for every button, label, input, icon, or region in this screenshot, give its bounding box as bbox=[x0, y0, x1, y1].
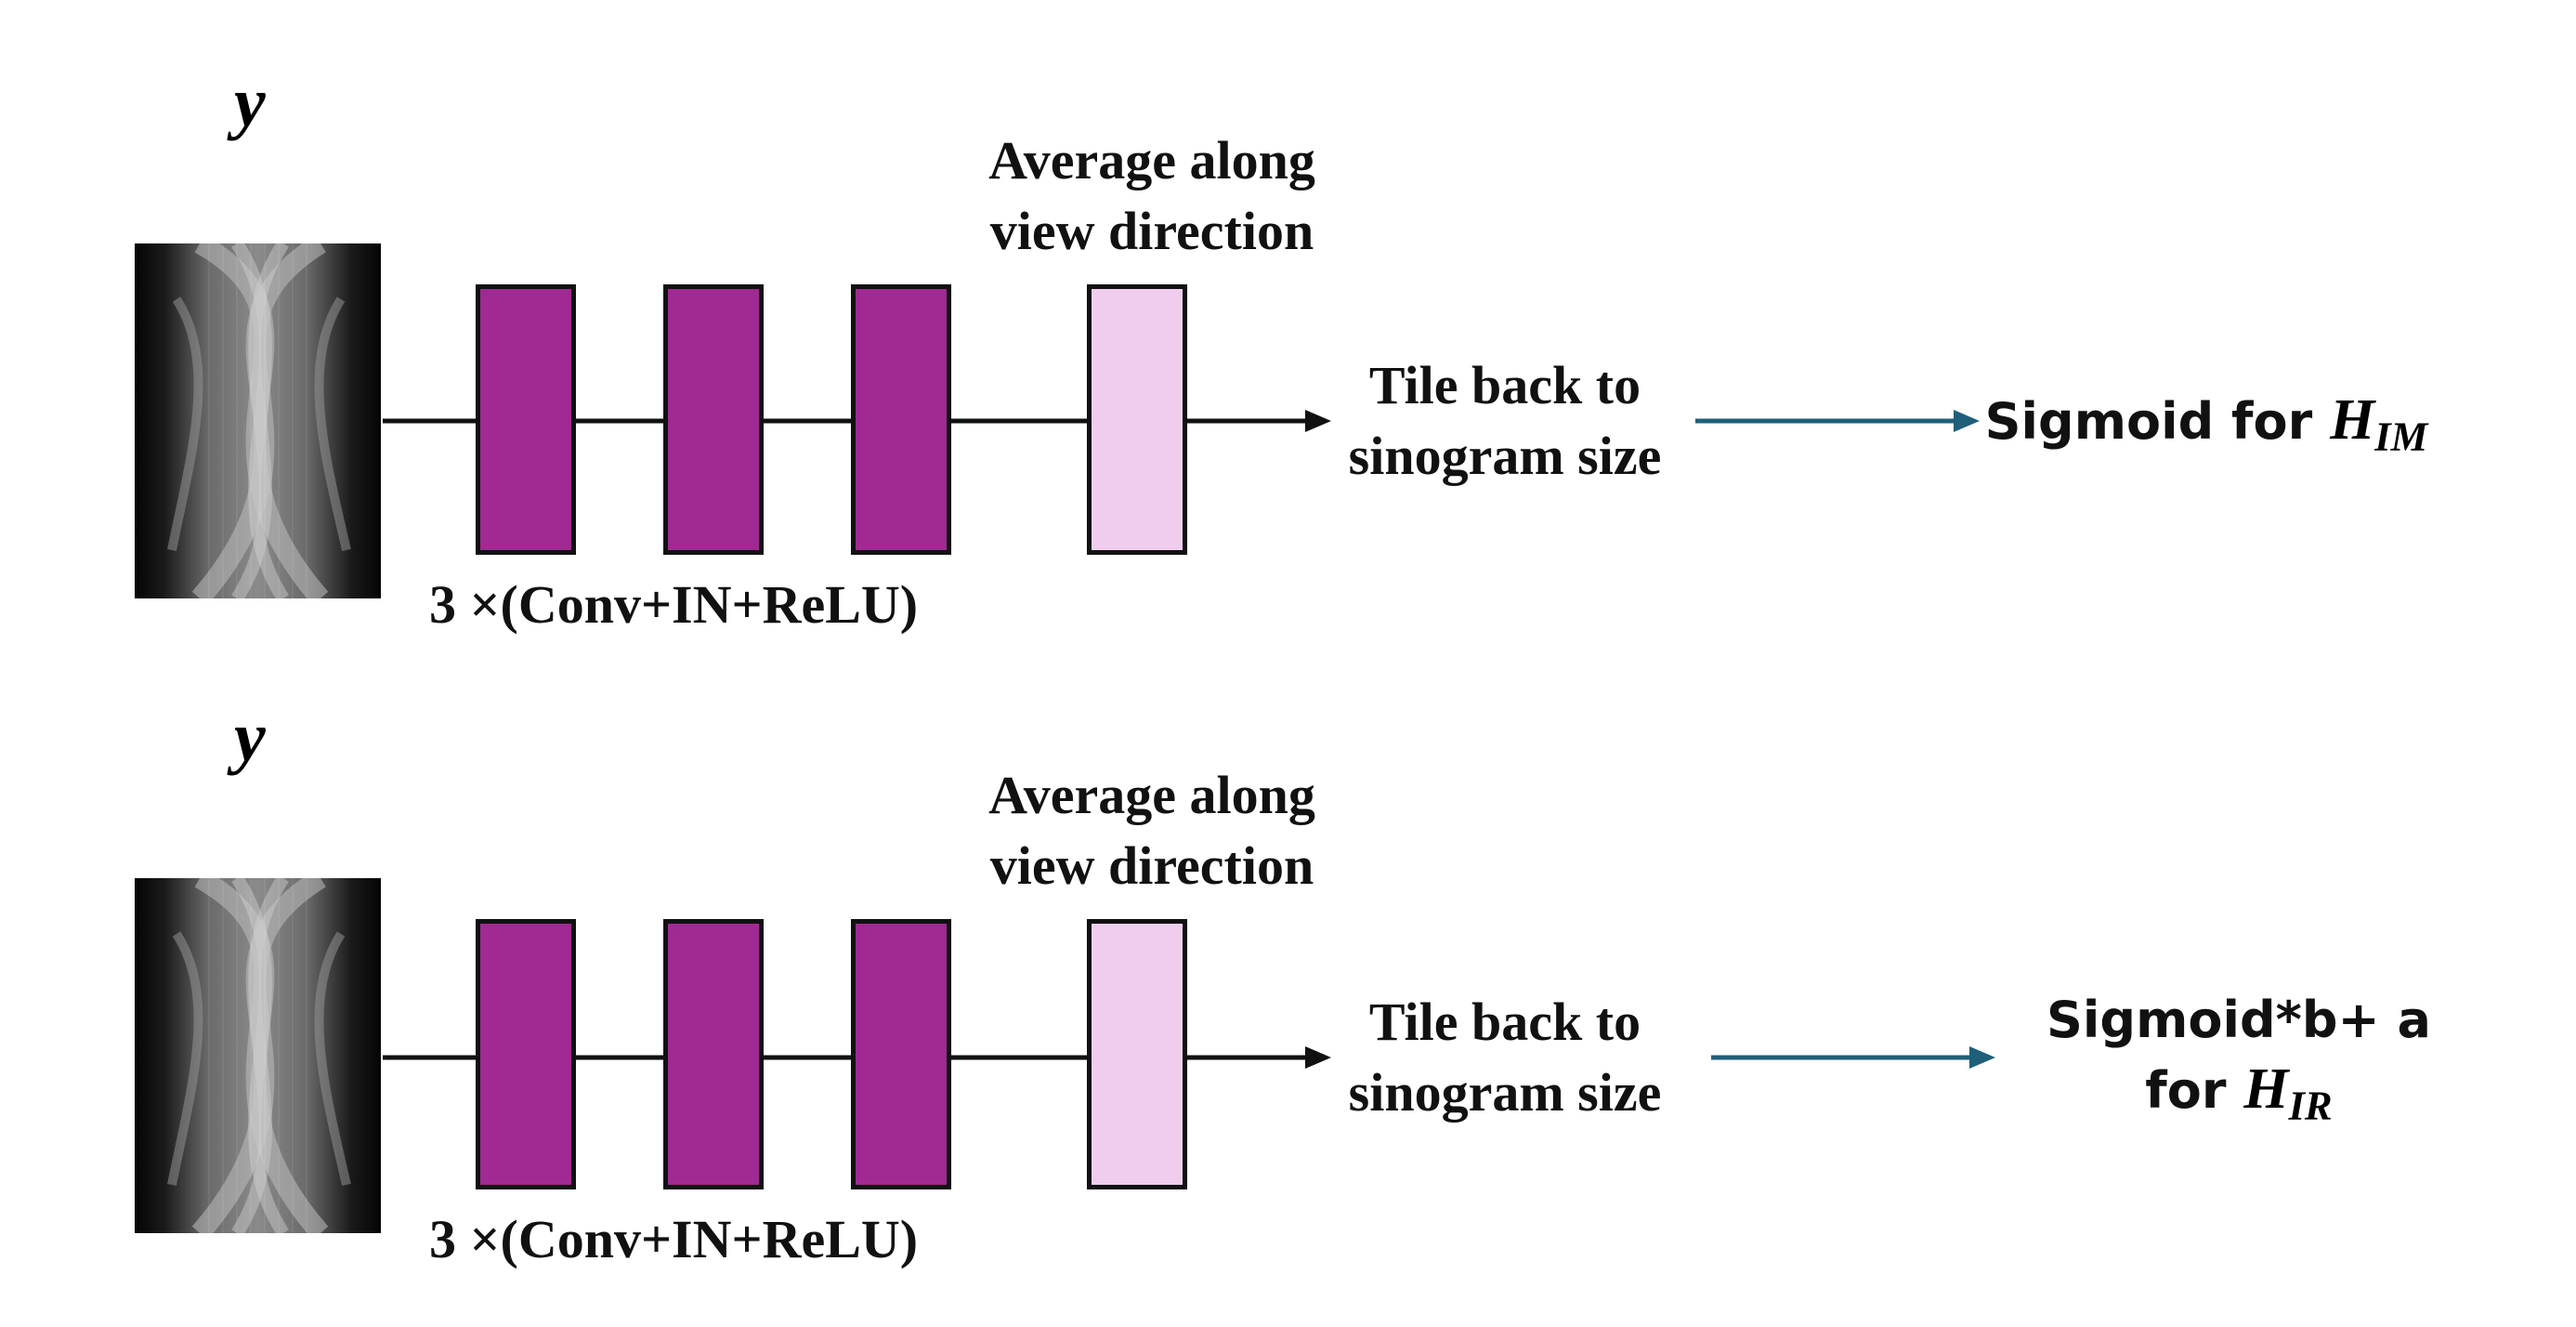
output-text-line1: Sigmoid*b+ a bbox=[2046, 991, 2431, 1049]
output-text: Sigmoid for bbox=[1984, 392, 2331, 451]
conv-block-3 bbox=[851, 919, 951, 1189]
average-caption-line1: Average along bbox=[988, 765, 1315, 825]
tile-caption: Tile back to sinogram size bbox=[1328, 987, 1681, 1128]
tile-caption-line1: Tile back to bbox=[1368, 992, 1641, 1052]
input-symbol: y bbox=[234, 698, 266, 776]
conv-block-2 bbox=[663, 919, 764, 1189]
tile-caption-line1: Tile back to bbox=[1368, 355, 1641, 415]
conv-block-1 bbox=[476, 284, 576, 555]
output-symbol: HIR bbox=[2243, 1058, 2333, 1129]
conv-label: 3 ×(Conv+IN+ReLU) bbox=[429, 574, 919, 635]
output-label: Sigmoid for HIM bbox=[1974, 386, 2439, 460]
output-text-line2: for HIR bbox=[2145, 1058, 2333, 1129]
conv-block-1 bbox=[476, 919, 576, 1189]
pipeline-im: y bbox=[0, 0, 2576, 650]
average-caption-line2: view direction bbox=[989, 835, 1314, 896]
pipeline-ir: y bbox=[0, 635, 2576, 1285]
tile-caption-line2: sinogram size bbox=[1348, 426, 1662, 486]
connector-lines bbox=[383, 410, 1980, 432]
tile-caption: Tile back to sinogram size bbox=[1328, 350, 1681, 492]
conv-block-2 bbox=[663, 284, 764, 555]
conv-label: 3 ×(Conv+IN+ReLU) bbox=[429, 1209, 919, 1269]
average-caption-line2: view direction bbox=[989, 201, 1314, 261]
connector-lines bbox=[383, 1046, 1995, 1069]
output-symbol: HIM bbox=[2330, 388, 2428, 460]
average-caption: Average along view direction bbox=[966, 125, 1338, 267]
sinogram-image bbox=[135, 243, 381, 598]
tile-caption-line2: sinogram size bbox=[1348, 1062, 1662, 1123]
output-label: Sigmoid*b+ a for HIR bbox=[2034, 986, 2443, 1129]
conv-block-3 bbox=[851, 284, 951, 555]
output-subscript: IM bbox=[2374, 413, 2428, 460]
output-subscript: IR bbox=[2288, 1082, 2333, 1129]
average-block bbox=[1087, 284, 1187, 555]
input-symbol: y bbox=[234, 63, 266, 141]
sinogram-image bbox=[135, 878, 381, 1233]
average-caption: Average along view direction bbox=[966, 760, 1338, 901]
average-block bbox=[1087, 919, 1187, 1189]
average-caption-line1: Average along bbox=[988, 130, 1315, 191]
